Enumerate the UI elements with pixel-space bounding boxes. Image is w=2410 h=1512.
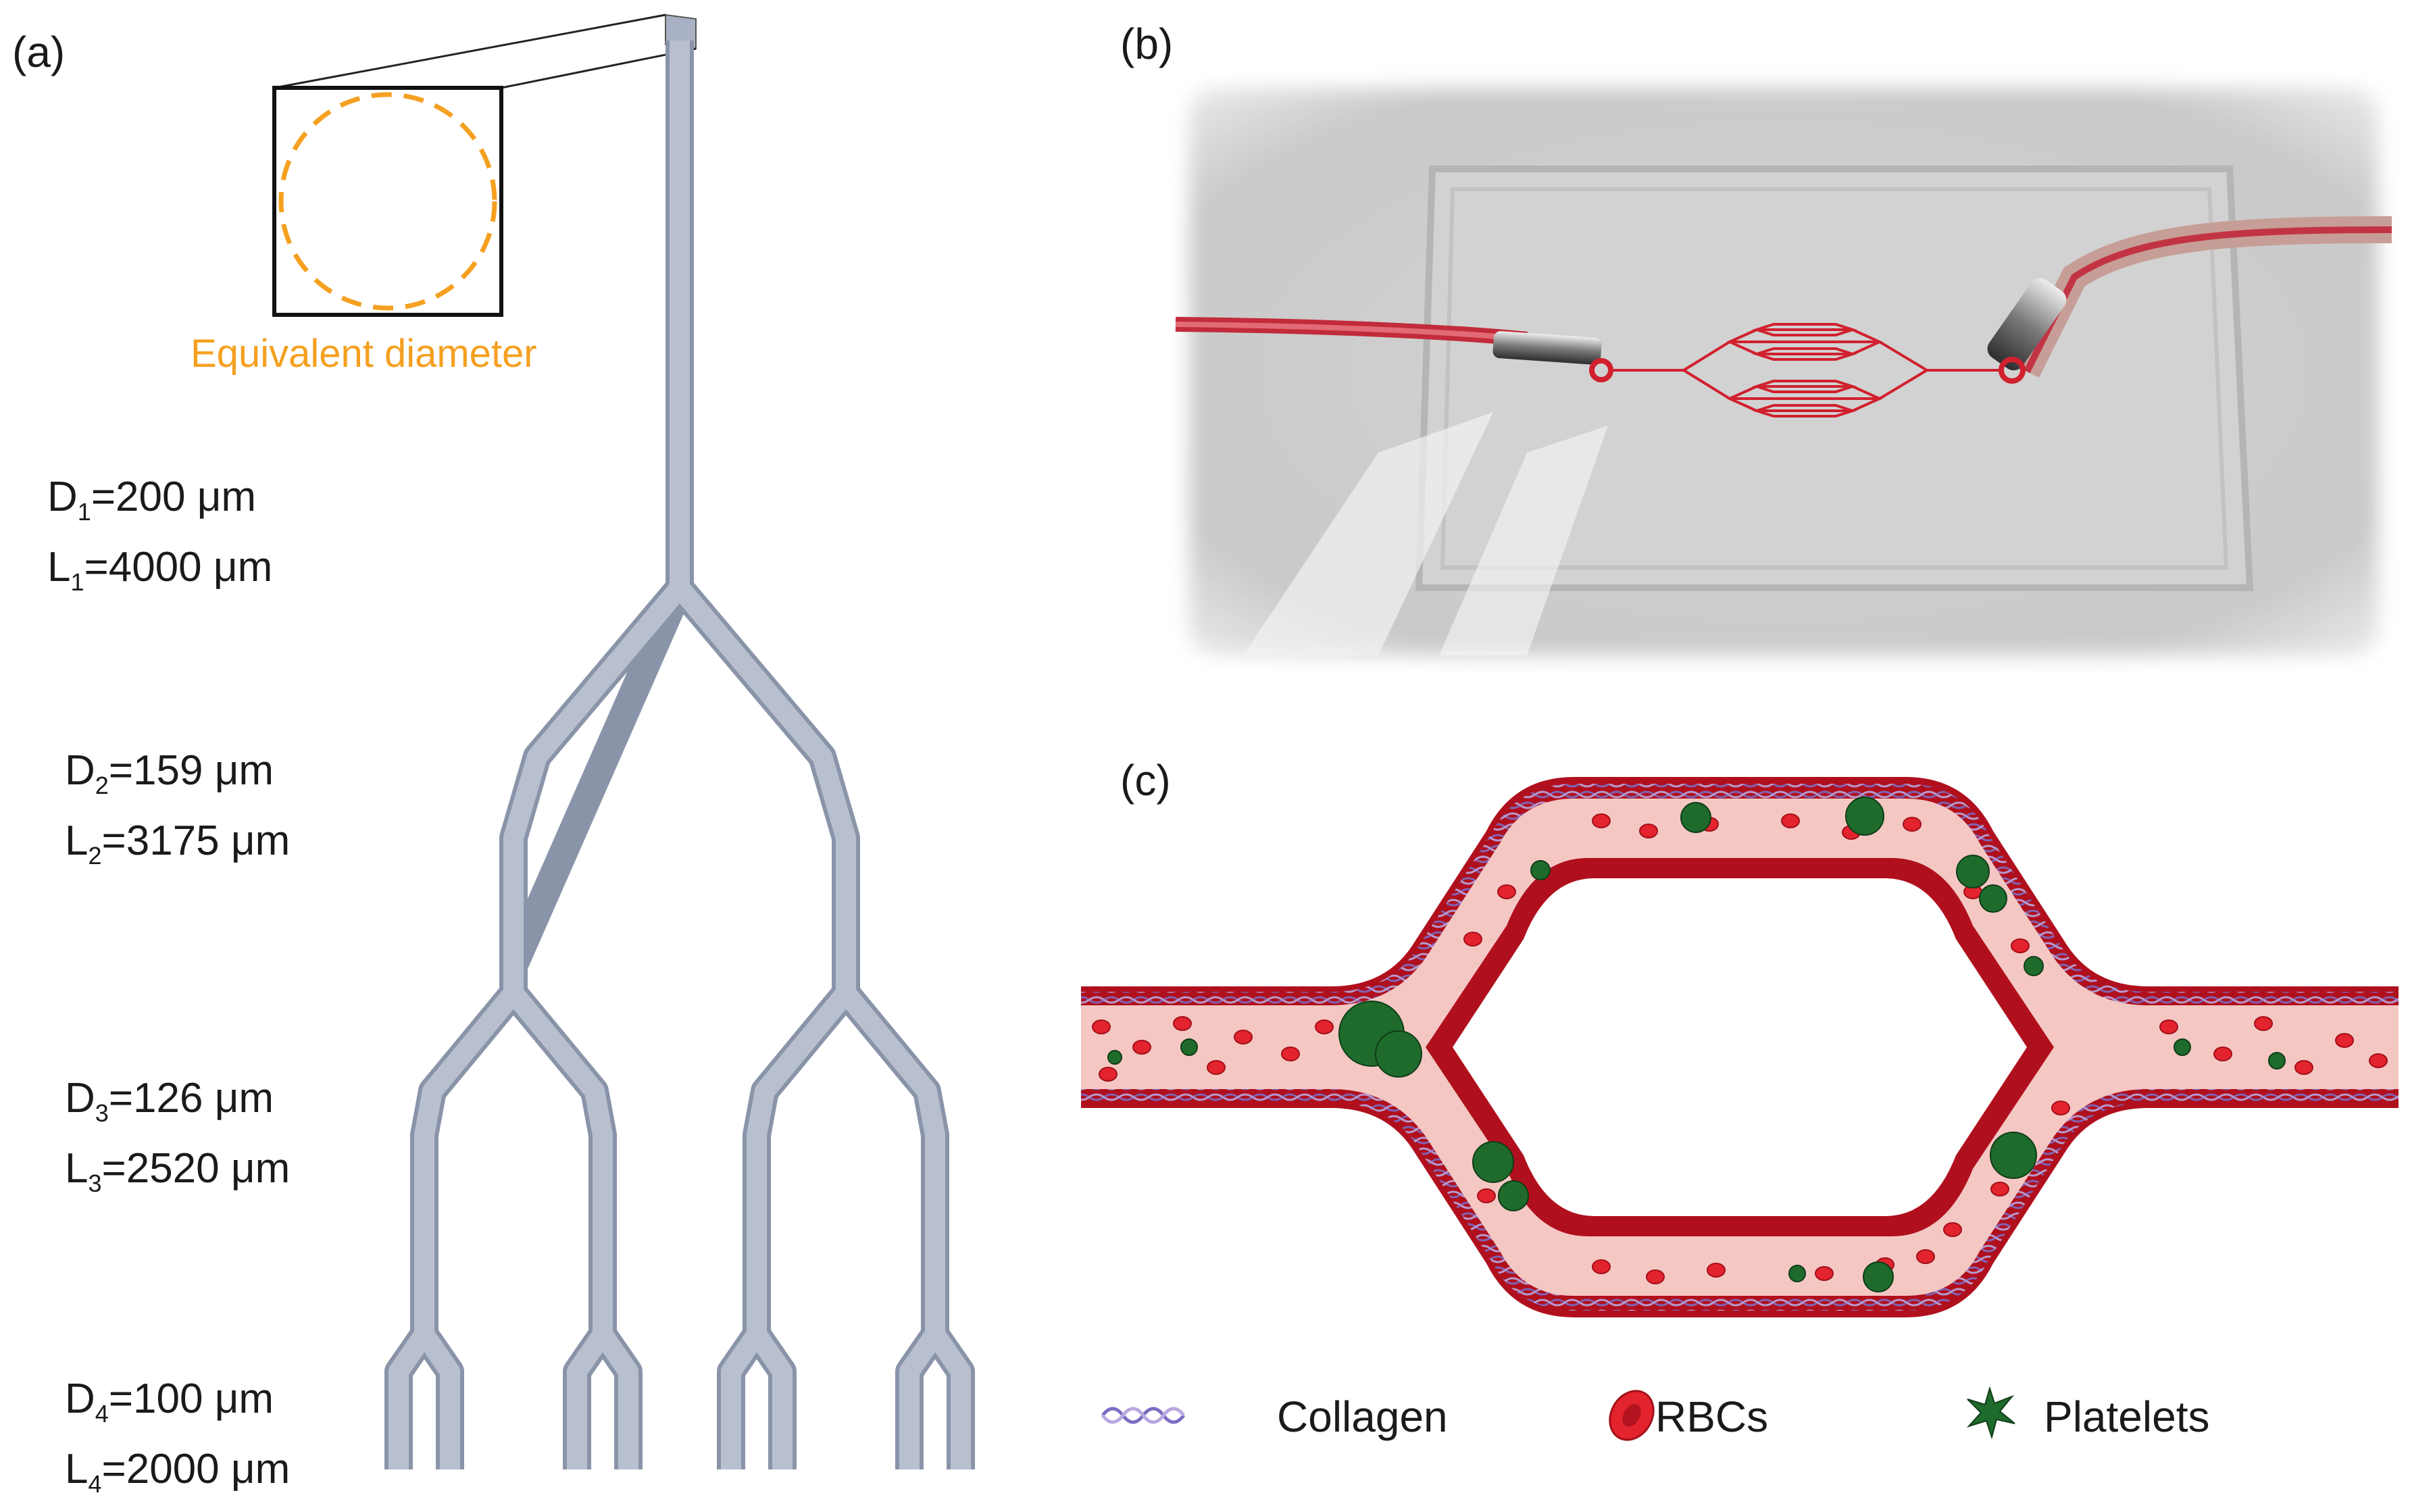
projection-line-bottom [501,47,697,89]
outlet-needle [1987,278,2067,371]
channel-network [384,41,975,1469]
vessel-illustration [1081,777,2399,1317]
equivalent-diameter-label: Equivalent diameter [191,332,537,376]
dimension-label-1: D1=200 μm L1=4000 μm [47,474,273,596]
panel-a-label: (a) [12,28,66,76]
microchannel-network [1589,323,2026,418]
projection-line-top [274,14,666,89]
cross-section-square [272,86,503,317]
equivalent-diameter-circle [278,92,497,311]
platelet-legend-icon [1966,1386,2015,1440]
central-void [1453,878,2027,1216]
dimension-label-4: D4=100 μm L4=2000 μm [65,1376,291,1498]
legend-rbcs-label: RBCs [1655,1392,1769,1441]
dimension-label-2: D2=159 μm L2=3175 μm [65,747,291,870]
legend-platelets-label: Platelets [2044,1392,2210,1441]
legend-collagen-label: Collagen [1277,1392,1448,1441]
panel-b-label: (b) [1120,20,1174,68]
rbc-legend-icon [1609,1390,1655,1441]
collagen-legend-icon [1101,1407,1185,1424]
device-photo [1175,88,2392,655]
platelet-aggregates [1107,797,2286,1292]
dimension-label-3: D3=126 μm L3=2520 μm [65,1075,291,1197]
panel-c-label: (c) [1120,756,1171,805]
inlet-needle [1492,331,1602,365]
